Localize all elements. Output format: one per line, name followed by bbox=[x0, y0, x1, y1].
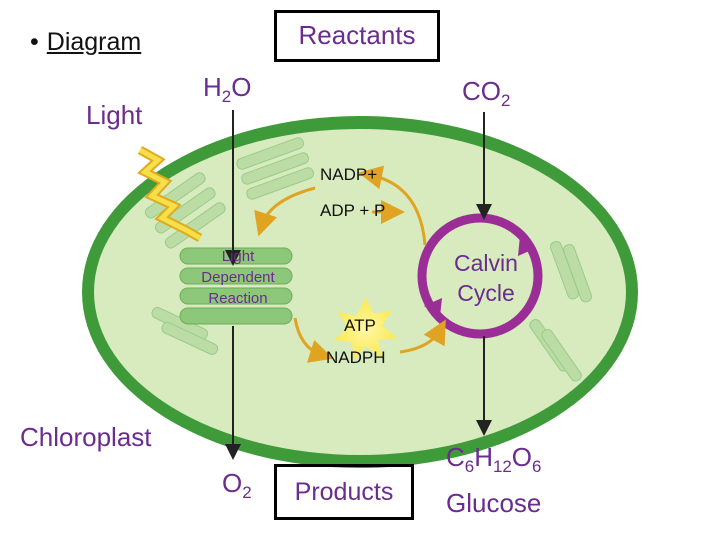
cycle-arrow-top-left bbox=[254, 186, 316, 237]
products-label: Products bbox=[294, 478, 394, 506]
cycle-arrow-bottom-right bbox=[399, 319, 446, 354]
bullet-symbol: • bbox=[30, 28, 39, 56]
calvin-cycle-label: Calvin Cycle bbox=[454, 250, 518, 306]
reactants-label: Reactants bbox=[298, 20, 416, 50]
cycle-arrow-bottom-left bbox=[293, 317, 334, 363]
diagram-heading: •Diagram bbox=[30, 28, 141, 57]
products-box: Products bbox=[274, 464, 414, 520]
atp-burst bbox=[334, 298, 398, 360]
glucose-label: Glucose bbox=[446, 488, 542, 518]
nadph-label: NADPH bbox=[326, 348, 386, 367]
cycle-arrow-top-right bbox=[358, 165, 427, 246]
h2o-label: H2O bbox=[203, 72, 252, 106]
o2-label: O2 bbox=[222, 468, 252, 502]
co2-label: CO2 bbox=[462, 76, 511, 110]
light-dependent-stack bbox=[179, 247, 293, 325]
light-label: Light bbox=[86, 100, 143, 130]
diagram-label: Diagram bbox=[46, 28, 142, 56]
nadp-label: NADP+ bbox=[320, 165, 378, 184]
chloroplast-inner bbox=[94, 129, 626, 455]
chloroplast-label: Chloroplast bbox=[20, 422, 152, 452]
atp-label: ATP bbox=[344, 316, 376, 335]
thylakoid-stacks bbox=[144, 137, 593, 382]
reactants-box: Reactants bbox=[274, 10, 440, 62]
adp-label: ADP + P bbox=[320, 201, 386, 220]
light-dependent-reaction-label: Light Dependent Reaction bbox=[201, 248, 275, 307]
glucose-formula: C6H12O6 bbox=[446, 442, 542, 476]
